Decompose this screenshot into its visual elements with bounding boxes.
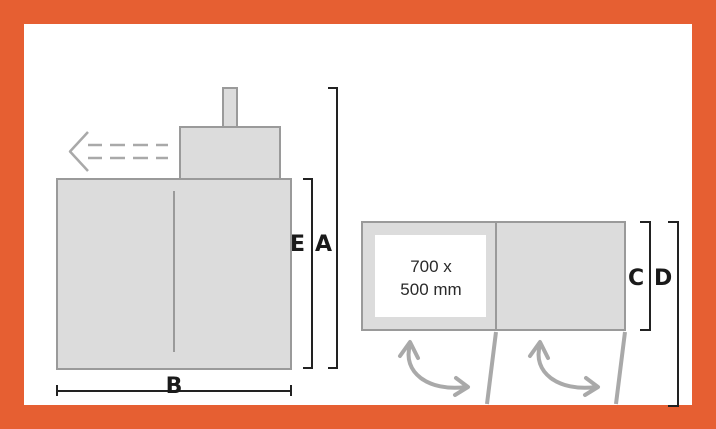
curved-double-arrow-icon [398, 340, 470, 397]
dimension-a [328, 87, 338, 369]
dimension-c [640, 221, 651, 331]
window-700x500 [375, 235, 486, 317]
label-a: A [315, 232, 332, 257]
label-e: E [290, 232, 305, 257]
label-c: C [628, 266, 644, 291]
dimension-b [56, 385, 292, 396]
dimension-e [303, 178, 313, 369]
curved-double-arrow-icon [528, 340, 600, 397]
label-b: B [166, 374, 183, 399]
dimension-d [668, 221, 679, 407]
top-module [179, 126, 281, 180]
window-size-line1: 700 x [410, 257, 452, 276]
dashed-left-arrow-icon [68, 131, 168, 172]
door-swing-line-right [614, 331, 627, 405]
door-swing-line-left [485, 331, 498, 405]
exhaust-pipe [222, 87, 238, 129]
right-door-panel [495, 221, 626, 331]
label-d: D [654, 266, 672, 291]
window-size-line2: 500 mm [400, 280, 461, 299]
